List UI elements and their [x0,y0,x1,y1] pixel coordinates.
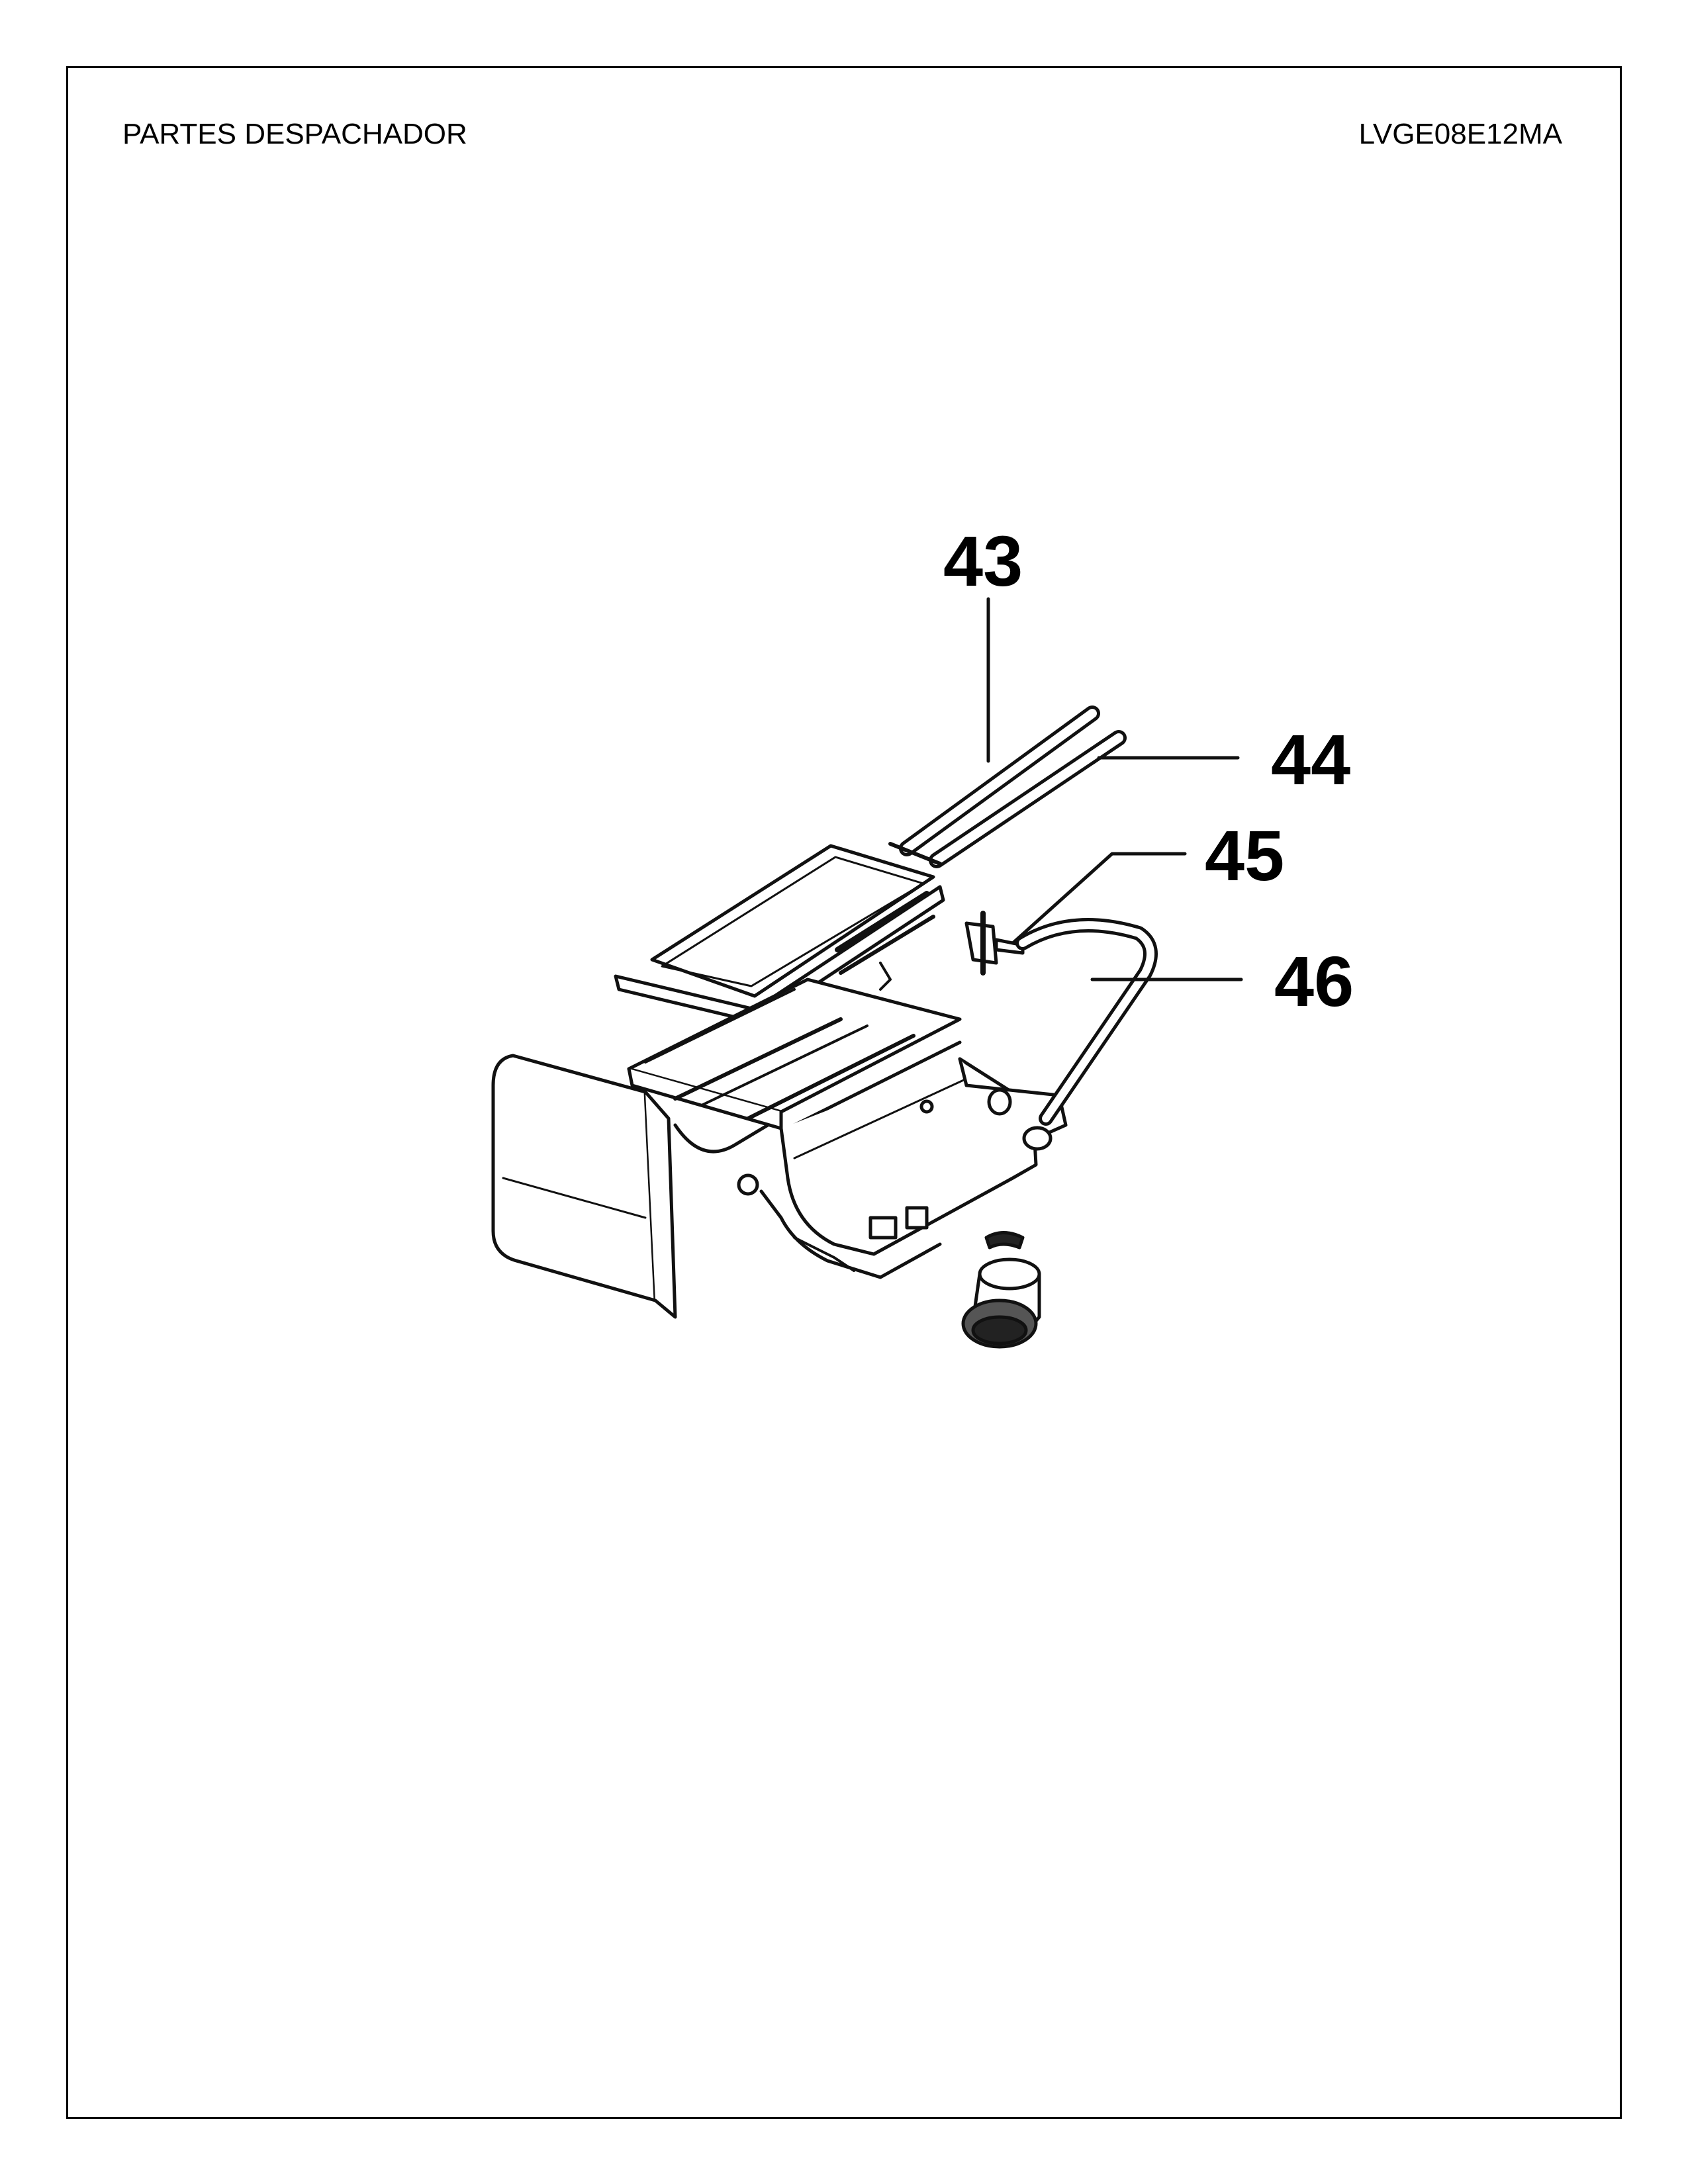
leader-lines [986,597,1243,981]
callout-44: 44 [1271,719,1350,799]
page-border [66,66,1622,2119]
drain-fitting [961,1231,1041,1349]
callout-45: 45 [1205,815,1284,895]
drawer-front-panel [491,1054,677,1319]
page-title: PARTES DESPACHADOR [122,118,467,150]
hose-46 [1015,918,1158,1126]
hoses-43-44 [888,705,1127,868]
callout-43: 43 [943,521,1023,601]
model-number: LVGE08E12MA [1358,118,1562,150]
callout-46: 46 [1274,941,1354,1021]
connector-45 [964,911,1025,976]
